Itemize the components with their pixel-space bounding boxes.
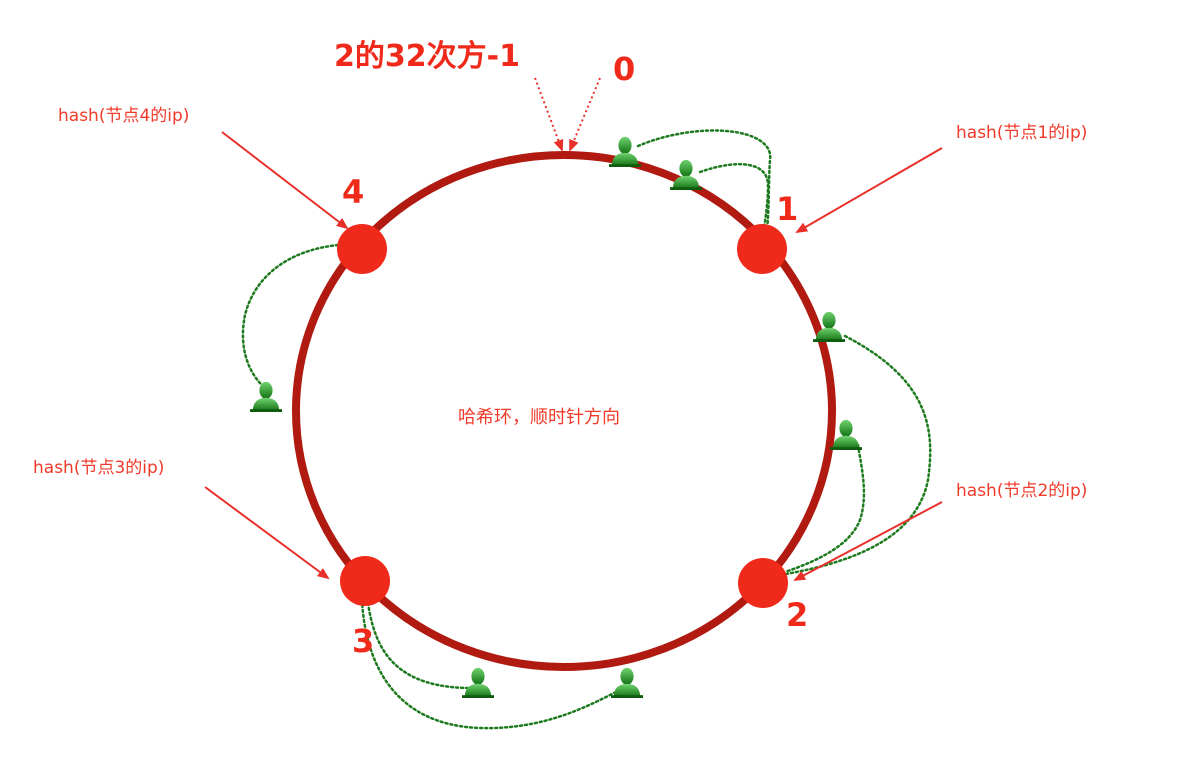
annotation-arrows	[204, 77, 943, 581]
node-2-number: 2	[786, 596, 808, 634]
link-user-top-1-to-node-1	[636, 129, 772, 246]
user-icon	[250, 381, 282, 412]
hash-node4-label: hash(节点4的ip)	[58, 106, 189, 126]
hash-node2-label: hash(节点2的ip)	[956, 481, 1087, 501]
arrow-hash-node4	[221, 131, 349, 230]
hash-node1-label: hash(节点1的ip)	[956, 123, 1087, 143]
arrow-hash-node1	[795, 147, 943, 234]
zero-label: 0	[613, 50, 635, 88]
user-node-links	[241, 129, 932, 730]
link-user-bottom-1-to-node-3	[366, 601, 480, 690]
arrow-max-value	[534, 77, 564, 152]
link-user-right-1-to-node-2	[778, 334, 932, 577]
node-4	[337, 224, 387, 274]
user-icon	[462, 667, 494, 698]
arrow-zero	[569, 77, 601, 152]
node-1	[737, 224, 787, 274]
max-value-label: 2的32次方-1	[334, 39, 520, 74]
link-user-right-2-to-node-2	[783, 443, 866, 574]
node-1-number: 1	[776, 190, 798, 228]
link-user-left-to-node-4	[241, 243, 340, 390]
ring-center-label: 哈希环，顺时针方向	[458, 407, 620, 428]
user-icon	[611, 667, 643, 698]
arrow-hash-node2	[793, 501, 943, 581]
user-icon	[609, 136, 641, 167]
hash-ring	[292, 151, 836, 671]
arrow-hash-node3	[204, 486, 330, 580]
node-2	[738, 558, 788, 608]
link-user-bottom-2-to-node-3	[360, 598, 622, 730]
hash-node3-label: hash(节点3的ip)	[33, 458, 164, 478]
node-3-number: 3	[352, 622, 374, 660]
node-3	[340, 556, 390, 606]
node-4-number: 4	[342, 173, 364, 211]
